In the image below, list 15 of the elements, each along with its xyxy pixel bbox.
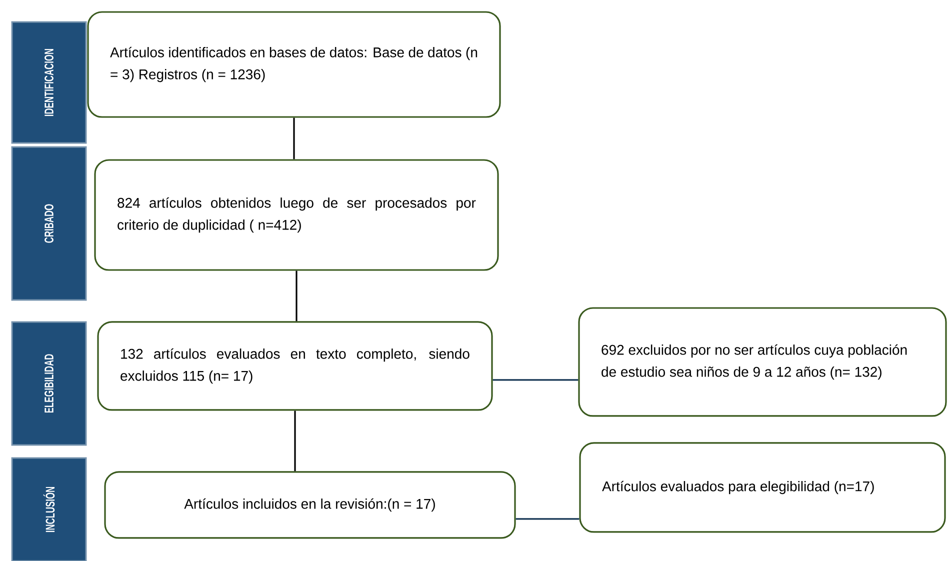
process-box: Artículos incluidos en la revisión:(n = 17) xyxy=(104,471,516,539)
process-box: Artículos evaluados para elegibilidad (n=17) xyxy=(579,442,946,533)
connector-line xyxy=(293,118,295,160)
process-box: 692 excluidos por no ser artículos cuya población de estudio sea niños de 9 a 12 años (n= 132) xyxy=(578,307,947,417)
process-box: 824 artículos obtenidos luego de ser procesados por criterio de duplicidad ( n=412) xyxy=(94,159,499,271)
connector-line xyxy=(492,379,578,381)
stage-band: CRIBADO xyxy=(11,146,87,301)
connector-line xyxy=(516,518,580,520)
stage-band: ELEGIBILIDAD xyxy=(11,321,87,446)
connector-line xyxy=(296,270,298,322)
process-box: 132 artículos evaluados en texto completo, siendo excluidos 115 (n= 17) xyxy=(97,321,493,411)
process-box: Artículos identificados en bases de datos: Base de datos (n = 3) Registros (n = 1236) xyxy=(87,11,501,118)
connector-line xyxy=(294,410,296,472)
stage-band: INCLUSIÓN xyxy=(11,457,87,561)
stage-band: IDENTIFICACION xyxy=(11,21,87,144)
